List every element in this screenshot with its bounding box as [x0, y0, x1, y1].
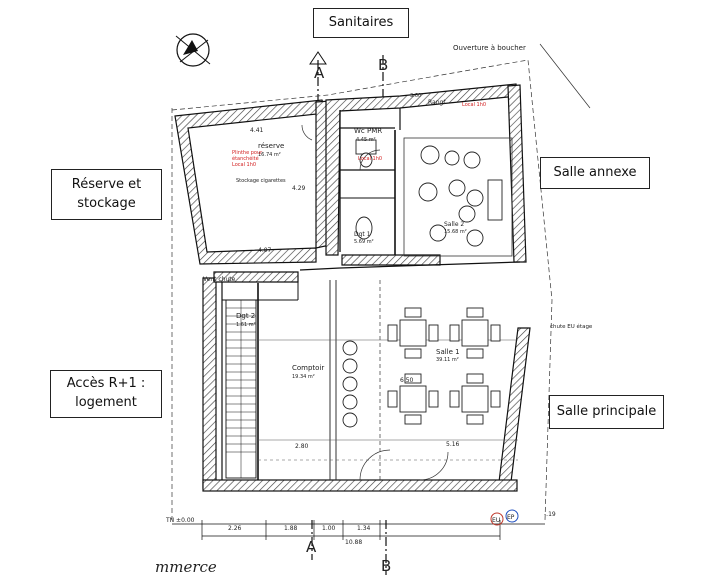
reserve-note-3: Local 1h0: [232, 162, 256, 168]
reserve-title: réserve: [258, 142, 284, 150]
dgt1-area: 5.69 m²: [354, 239, 374, 245]
salle2-area: 15.68 m²: [444, 229, 467, 235]
street-name: mmerce: [155, 558, 217, 576]
section-a-label: A: [314, 64, 325, 82]
reserve-note-1: Plinthe pour: [232, 150, 263, 156]
callout-acces: Accès R+1 : logement: [50, 370, 162, 418]
comptoir-label: Comptoir: [292, 364, 324, 372]
dim-100: 1.00: [322, 525, 336, 532]
rangt-label: Rangt: [428, 99, 446, 106]
dim-516: 5.16: [446, 441, 460, 448]
dim-441: 4.41: [250, 127, 264, 134]
dim-280: 2.80: [295, 443, 309, 450]
callout-sanitaires: Sanitaires: [313, 8, 409, 38]
section-marker-b-bottom: B: [381, 520, 391, 575]
reserve-note-2: étanchéité: [232, 155, 259, 162]
section-b-label-bottom: B: [381, 557, 391, 575]
dgt2-label: Dgt 2: [236, 312, 255, 320]
reserve-area: 16.74 m²: [258, 152, 281, 158]
table-group: [449, 307, 501, 359]
wc-area: 4.45 m²: [356, 137, 376, 143]
wc-fixtures: [355, 139, 377, 240]
dim-407: 4.07: [258, 247, 272, 254]
salle1-tables: [387, 307, 501, 425]
ep-label: EP: [507, 514, 515, 521]
property-boundary: [171, 59, 553, 521]
comptoir-area: 19.34 m²: [292, 374, 315, 380]
salle2-armchairs: [418, 145, 503, 247]
dim-360: 3.60: [410, 93, 421, 99]
tn-level: TN ±0.00: [165, 517, 195, 524]
section-b-label: B: [378, 56, 388, 74]
salle1-label: Salle 1: [436, 348, 460, 356]
bottom-dimension-chain: [172, 520, 545, 540]
table-group: [387, 373, 439, 425]
section-a-label-bottom: A: [306, 538, 317, 556]
dim-188: 1.88: [284, 525, 298, 532]
dim-429: 4.29: [292, 185, 306, 192]
annex-walls: [325, 83, 527, 266]
table-group: [449, 373, 501, 425]
dim-134: 1.34: [357, 525, 371, 532]
salle2-label: Salle 2: [444, 221, 464, 228]
vent-chute-label: Vent chute: [203, 276, 236, 283]
neighbor-boundary: [539, 43, 591, 109]
section-marker-a-bottom: A: [306, 520, 317, 560]
section-marker-b-top: B: [378, 55, 388, 100]
dim-226: 2.26: [228, 525, 242, 532]
ouverture-label: Ouverture à boucher: [453, 44, 526, 52]
salle1-area: 39.11 m²: [436, 357, 459, 363]
callout-salle-annexe: Salle annexe: [540, 157, 650, 189]
dim-1088: 10.88: [345, 539, 362, 546]
wc-red-note: Local 1h0: [358, 156, 382, 162]
bar-stools: [342, 340, 358, 428]
eu-label: EU: [492, 517, 500, 524]
reserve-stock-label: Stockage cigarettes: [236, 178, 286, 184]
main-hall-walls: [202, 271, 531, 492]
chute-eu-label: chute EU étage: [550, 323, 593, 330]
door-swings: [301, 124, 449, 481]
table-group: [387, 307, 439, 359]
main-hall-lines: [221, 261, 521, 480]
rangt-red-note: Local 1h0: [462, 102, 486, 108]
dgt1-label: Dgt 1: [354, 231, 371, 238]
ep-marker: EP: [505, 509, 519, 523]
eu-marker: EU: [490, 512, 504, 526]
callout-reserve: Réserve et stockage: [51, 169, 162, 220]
dim-650: 6.50: [400, 377, 414, 384]
annex-partitions: [339, 108, 513, 257]
callout-salle-principale: Salle principale: [549, 395, 664, 429]
north-arrow-icon: [175, 33, 211, 67]
level-minus19: -.19: [544, 511, 556, 518]
wc-pmr-label: Wc PMR: [354, 127, 382, 135]
dgt2-area: 1.61 m²: [236, 322, 256, 328]
staircase: [225, 299, 257, 479]
